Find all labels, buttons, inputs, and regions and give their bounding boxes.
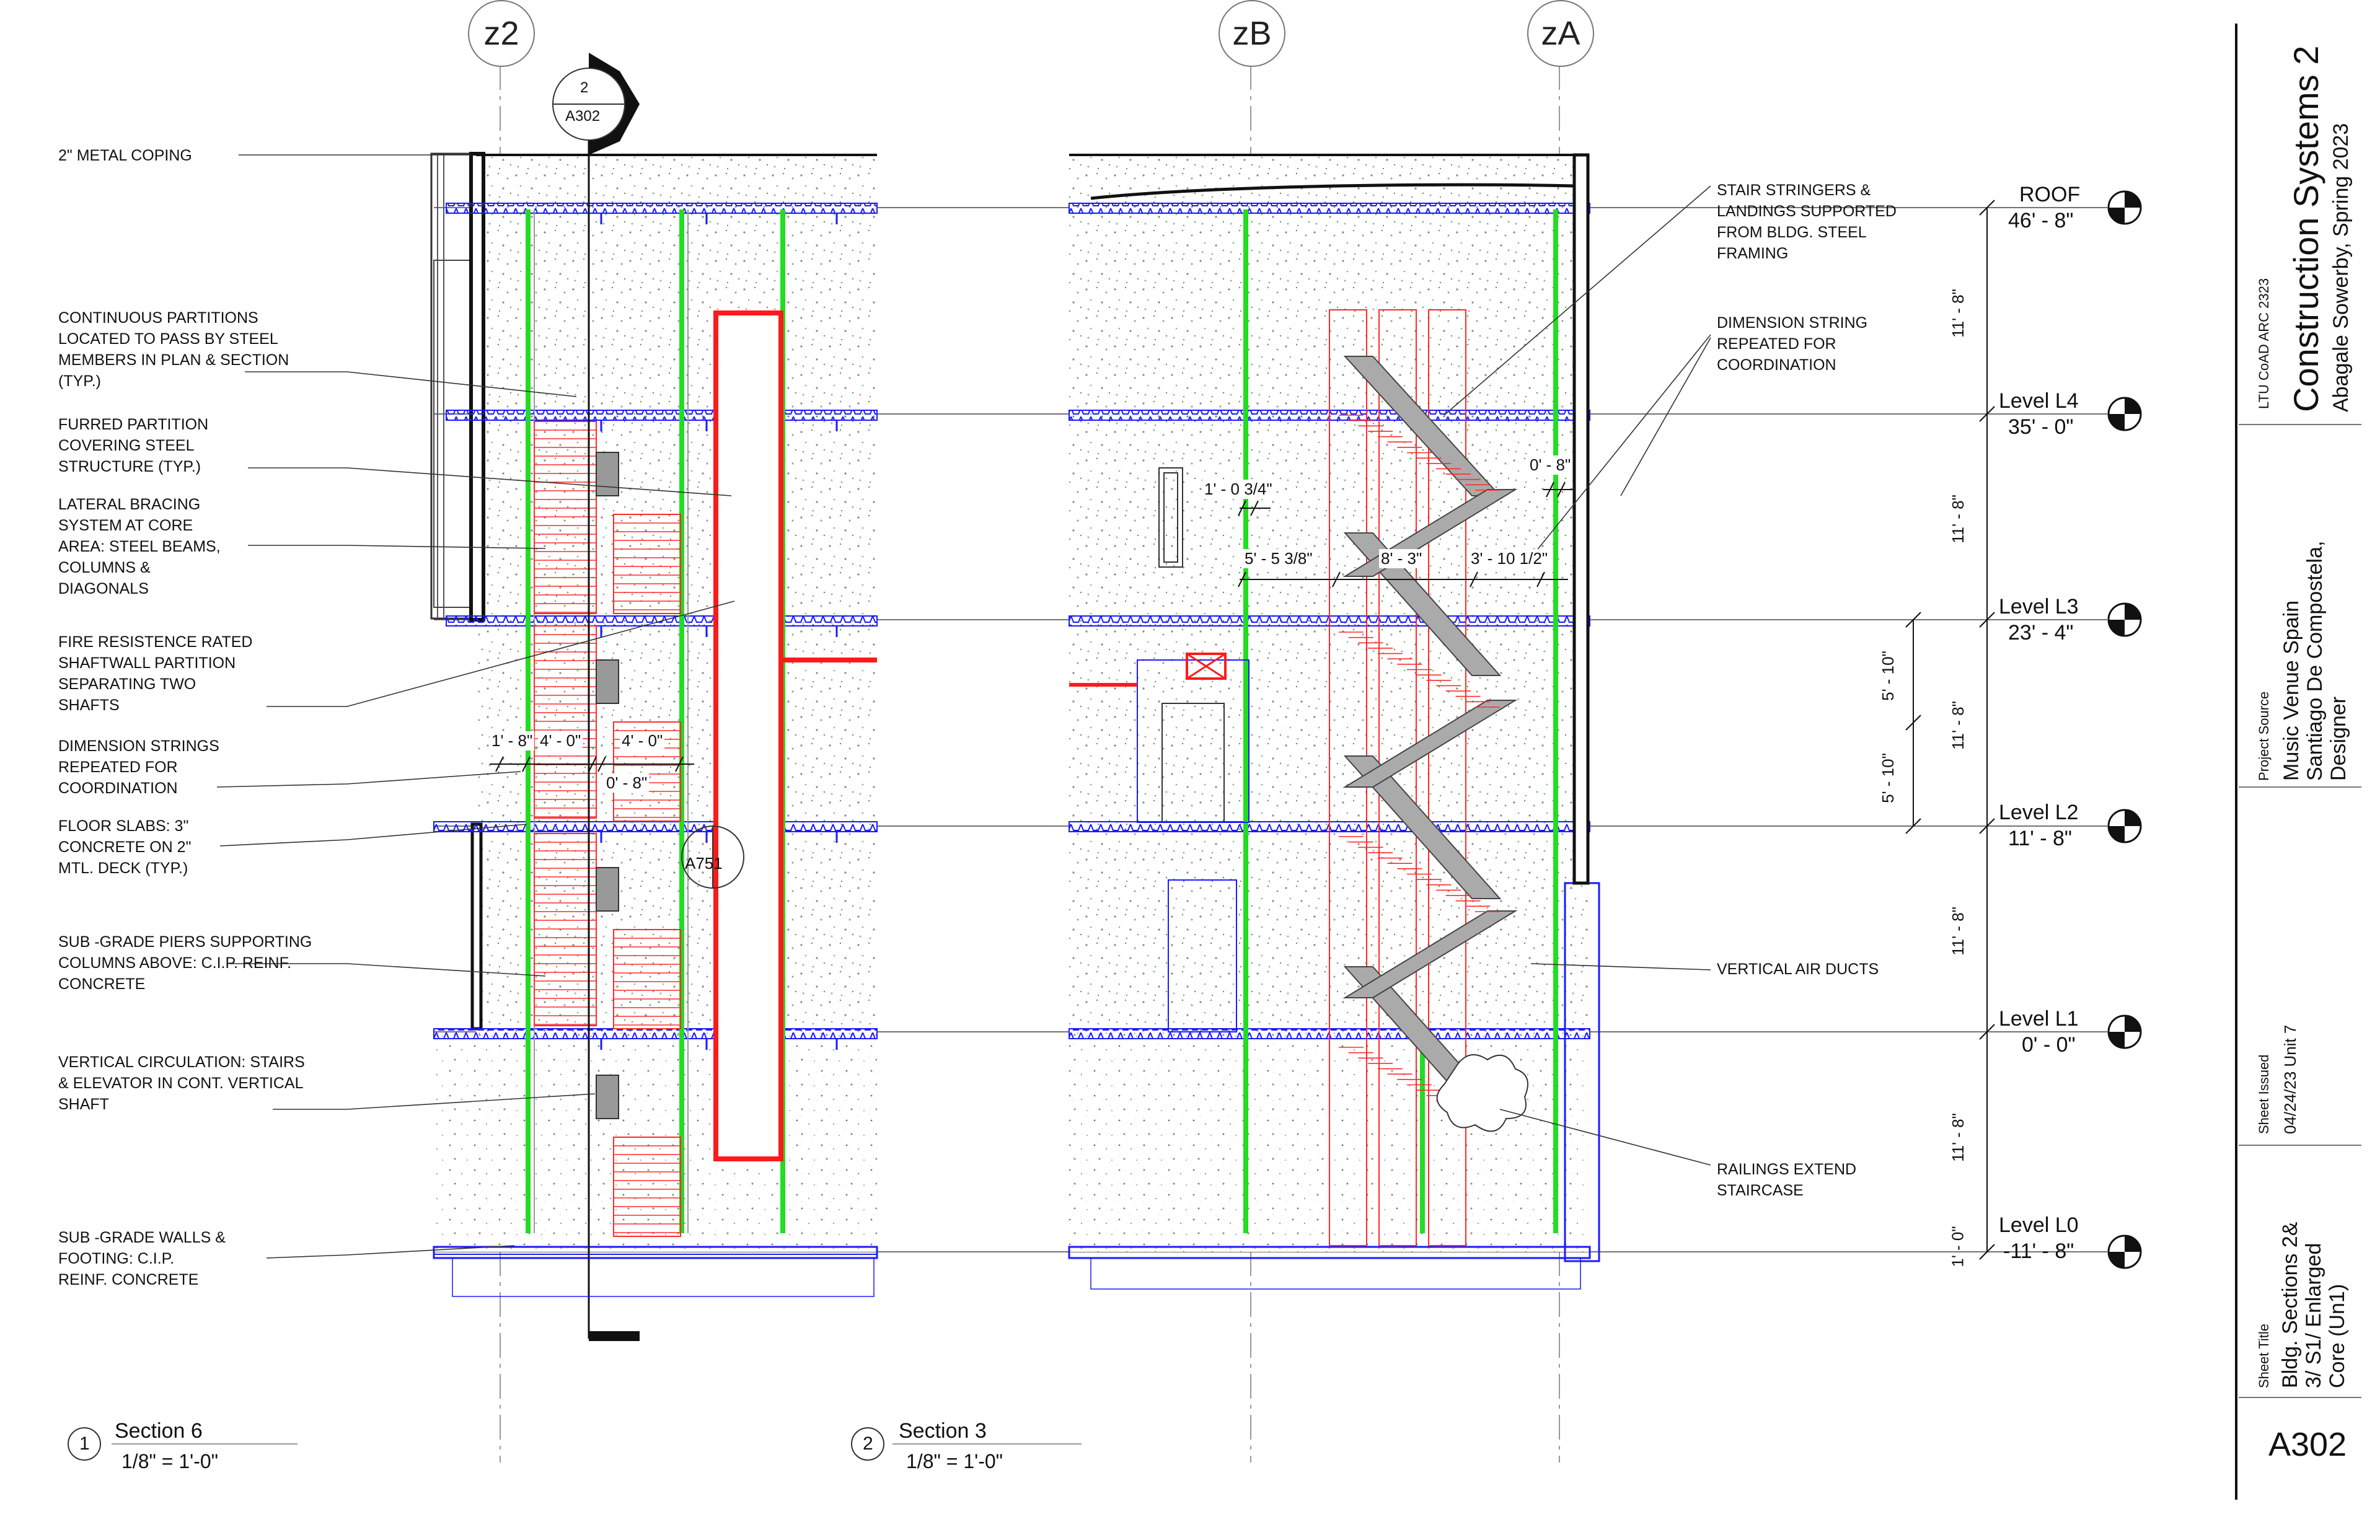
sheet-title: Bldg. Sections 2& 3/ S1/ Enlarged Core (… [2278, 1221, 2349, 1388]
dimension-label: 1' - 0 3/4" [1202, 480, 1274, 499]
dimension-label: 8' - 3" [1379, 549, 1424, 568]
view-scale: 1/8" = 1'-0" [121, 1450, 219, 1472]
sheet-title-label: Sheet Title [2256, 1324, 2272, 1388]
level-target-icon [2107, 1234, 2142, 1269]
note-leaders [216, 154, 1711, 1259]
note-sub-grade-walls: SUB -GRADE WALLS & FOOTING: C.I.P. REINF… [58, 1229, 226, 1288]
note-sub-grade-piers: SUB -GRADE PIERS SUPPORTING COLUMNS ABOV… [58, 933, 312, 993]
level-height-dim: 11' - 8" [1948, 701, 1967, 750]
level-target-icon [2107, 1014, 2142, 1049]
section-cut-line [552, 53, 640, 1341]
level-target-icon [2107, 190, 2142, 225]
note-vertical-circulation: VERTICAL CIRCULATION: STAIRS & ELEVATOR … [58, 1054, 305, 1113]
sheet-issued: 04/24/23 Unit 7 [2281, 1024, 2299, 1134]
dimension-label: 1' - 8" [490, 731, 535, 750]
level-name: Level L4 [1999, 389, 2079, 413]
view-number: 1 [79, 1433, 90, 1454]
dimension-label: 0' - 8" [1528, 455, 1573, 475]
project-source-label: Project Source [2256, 691, 2272, 781]
level-name: ROOF [2019, 183, 2081, 206]
level-elevation: 23' - 4" [2008, 621, 2074, 645]
level-name: Level L2 [1999, 801, 2079, 824]
level-target-icon [2107, 397, 2142, 431]
detail-callout-sheet[interactable]: A751 [685, 854, 723, 873]
section-3-drawing [1068, 153, 1600, 1290]
project-source: Music Venue Spain Santiago De Compostela… [2280, 540, 2350, 781]
level-elevation: 0' - 0" [2022, 1033, 2076, 1057]
dimension-label: 0' - 8" [604, 773, 650, 793]
view-title-section-3[interactable]: Section 3 [899, 1419, 987, 1443]
note-floor-slabs: FLOOR SLABS: 3" CONCRETE ON 2" MTL. DECK… [58, 817, 192, 877]
level-elevation: -11' - 8" [2003, 1239, 2074, 1263]
note-railings: RAILINGS EXTEND STAIRCASE [1717, 1161, 1857, 1199]
section-6-drawing [430, 53, 878, 1341]
level-elevation: 35' - 0" [2008, 415, 2074, 439]
level-name: Level L0 [1999, 1213, 2079, 1237]
note-stair-stringers: STAIR STRINGERS & LANDINGS SUPPORTED FRO… [1717, 182, 1897, 262]
level-markers [2107, 190, 2142, 1269]
section-marker-number: 2 [580, 79, 589, 96]
sheet-issued-label: Sheet Issued [2256, 1054, 2272, 1134]
dimension-label: 5' - 5 3/8" [1243, 549, 1315, 568]
level-height-dim: 1' - 0" [1948, 1226, 1967, 1267]
grid-bubble-z2: z2 [468, 0, 535, 67]
note-dimension-string: DIMENSION STRING REPEATED FOR COORDINATI… [1717, 314, 1868, 374]
sheet-number: A302 [2268, 1426, 2347, 1463]
section-3-stairs [1339, 356, 1518, 1123]
course-label: LTU CoAD ARC 2323 [2256, 278, 2272, 409]
dimension-label: 3' - 10 1/2" [1469, 549, 1550, 568]
note-continuous-partitions: CONTINUOUS PARTITIONS LOCATED TO PASS BY… [58, 309, 289, 390]
level-height-dim: 11' - 8" [1948, 289, 1967, 338]
note-furred-partition: FURRED PARTITION COVERING STEEL STRUCTUR… [58, 416, 209, 475]
grid-label: zB [1232, 15, 1272, 52]
grid-bubble-zb: zB [1219, 0, 1285, 67]
level-split-dim: 5' - 10" [1878, 651, 1897, 701]
note-shaftwall: FIRE RESISTENCE RATED SHAFTWALL PARTITIO… [58, 633, 253, 714]
level-dimension-string [1905, 200, 1995, 1260]
section-marker-sheet[interactable]: A302 [565, 108, 601, 125]
view-scale: 1/8" = 1'-0" [906, 1450, 1003, 1472]
level-elevation: 46' - 8" [2008, 209, 2074, 232]
grid-bubble-za: zA [1527, 0, 1594, 67]
section-6-stairs [534, 421, 681, 1237]
grid-label: z2 [483, 15, 519, 52]
level-target-icon [2107, 602, 2142, 637]
view-number: 2 [863, 1433, 873, 1454]
note-lateral-bracing: LATERAL BRACING SYSTEM AT CORE AREA: STE… [58, 496, 221, 597]
note-metal-coping: 2" METAL COPING [58, 147, 192, 164]
level-target-icon [2107, 809, 2142, 843]
note-vertical-air-ducts: VERTICAL AIR DUCTS [1717, 961, 1879, 978]
class-name: Construction Systems 2 [2286, 45, 2325, 412]
level-split-dim: 5' - 10" [1878, 753, 1897, 803]
dimension-label: 4' - 0" [620, 731, 665, 750]
grid-label: zA [1541, 15, 1580, 52]
level-height-dim: 11' - 8" [1948, 1113, 1967, 1162]
dimension-label: 4' - 0" [538, 731, 583, 750]
level-height-dim: 11' - 8" [1948, 907, 1967, 956]
level-name: Level L1 [1999, 1007, 2079, 1031]
view-title-section-6[interactable]: Section 6 [115, 1419, 203, 1443]
level-height-dim: 11' - 8" [1948, 495, 1967, 543]
designer-name: Abagale Sowerby, Spring 2023 [2329, 123, 2353, 412]
level-name: Level L3 [1999, 595, 2079, 618]
note-dimension-strings: DIMENSION STRINGS REPEATED FOR COORDINAT… [58, 737, 219, 797]
level-elevation: 11' - 8" [2008, 827, 2072, 850]
